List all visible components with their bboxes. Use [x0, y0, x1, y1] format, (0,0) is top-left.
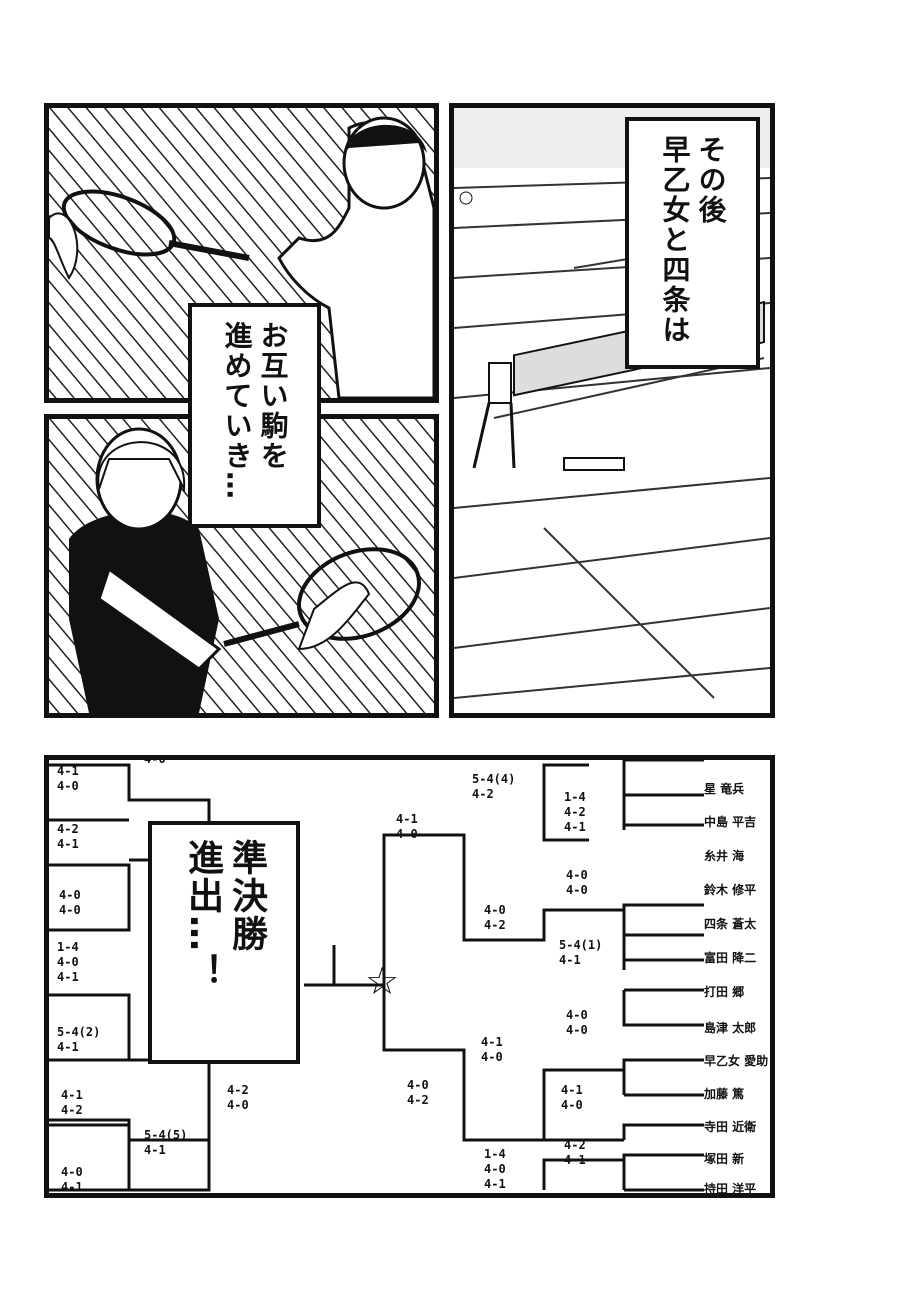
score-line: 4-0: [227, 1098, 249, 1112]
match-score: 5-4(2)4-1: [57, 1025, 100, 1055]
player-name: 四条 蒼太: [704, 917, 757, 931]
player-name: 富田 降二: [704, 951, 757, 965]
score-line: 4-2: [484, 918, 506, 932]
score-line: 4-0: [396, 827, 418, 841]
score-line: 4-1: [484, 1177, 506, 1191]
score-line: 4-2: [564, 1138, 586, 1152]
player-name: 寺田 近衛: [704, 1120, 757, 1134]
score-line: 4-2: [227, 1083, 249, 1097]
score-line: 4-0: [57, 955, 79, 969]
score-line: 4-0: [566, 1023, 588, 1037]
caption-line: 準決勝: [226, 839, 267, 953]
score-line: 4-2: [61, 1103, 83, 1117]
caption-line: お互い駒を: [256, 321, 290, 471]
score-line: 4-0: [566, 868, 588, 882]
player-name: 糸井 海: [704, 849, 745, 863]
score-line: 4-0: [561, 1098, 583, 1112]
match-score: 5-4(1)4-1: [559, 938, 602, 968]
player-name: 加藤 篤: [704, 1087, 745, 1101]
match-score: 5-4(5)4-1: [144, 1128, 187, 1158]
panel-player-backhand: [44, 414, 439, 718]
score-line: 4-0: [144, 755, 166, 766]
score-line: 4-0: [407, 1078, 429, 1092]
score-line: 4-1: [564, 1153, 586, 1167]
player-name: 島津 太郎: [704, 1021, 757, 1035]
score-line: 4-1: [57, 970, 79, 984]
score-line: 4-0: [566, 883, 588, 897]
score-line: 4-0: [57, 779, 79, 793]
score-line: 4-2: [57, 822, 79, 836]
match-score: 4-0: [144, 755, 166, 767]
score-line: 4-0: [59, 903, 81, 917]
score-line: 5-4(4): [472, 772, 516, 786]
score-line: 4-0: [59, 888, 81, 902]
player-name: 持田 洋平: [704, 1182, 757, 1196]
player-name: 早乙女 愛助: [704, 1054, 769, 1068]
score-line: 4-1: [61, 1088, 83, 1102]
caption-line: 進出…！: [182, 839, 223, 991]
score-line: 4-1: [57, 764, 79, 778]
caption-advancing: お互い駒を 進めていき…: [188, 303, 321, 528]
center-star-marker: ☆: [365, 959, 400, 1003]
score-line: 4-1: [561, 1083, 583, 1097]
score-line: 1-4: [57, 940, 79, 954]
score-line: 1-4: [484, 1147, 506, 1161]
score-line: 4-1: [481, 1035, 503, 1049]
score-line: 1-4: [564, 790, 586, 804]
player-name: 打田 郷: [704, 985, 745, 999]
score-line: 5-4(5): [144, 1128, 188, 1142]
speedline-illustration: [49, 419, 434, 713]
player-name: 塚田 新: [704, 1152, 745, 1166]
score-line: 4-1: [144, 1143, 166, 1157]
caption-line: 早乙女と四条は: [658, 135, 692, 345]
score-line: 5-4(2): [57, 1025, 101, 1039]
caption-line: 進めていき…: [220, 321, 254, 501]
bracket-lines: [49, 760, 704, 1192]
score-line: 4-2: [407, 1093, 429, 1107]
score-line: 4-0: [566, 1008, 588, 1022]
score-line: 4-0: [484, 903, 506, 917]
caption-line: その後: [694, 135, 728, 225]
caption-semifinal: 準決勝 進出…！: [148, 821, 300, 1064]
match-score: 5-4(4)4-2: [472, 772, 515, 802]
player-name: 星 竜兵: [704, 782, 745, 796]
score-line: 4-1: [559, 953, 581, 967]
score-line: 4-0: [61, 1165, 83, 1179]
score-line: 4-2: [472, 787, 494, 801]
score-line: 4-1: [61, 1180, 83, 1194]
score-line: 4-0: [484, 1162, 506, 1176]
score-line: 4-1: [57, 1040, 79, 1054]
score-line: 4-1: [396, 812, 418, 826]
caption-after-that: その後 早乙女と四条は: [625, 117, 760, 369]
score-line: 5-4(1): [559, 938, 603, 952]
player-name: 中島 平吉: [704, 815, 757, 829]
score-line: 4-2: [564, 805, 586, 819]
score-line: 4-1: [564, 820, 586, 834]
player-name: 鈴木 修平: [704, 883, 757, 897]
score-line: 4-0: [481, 1050, 503, 1064]
score-line: 4-1: [57, 837, 79, 851]
